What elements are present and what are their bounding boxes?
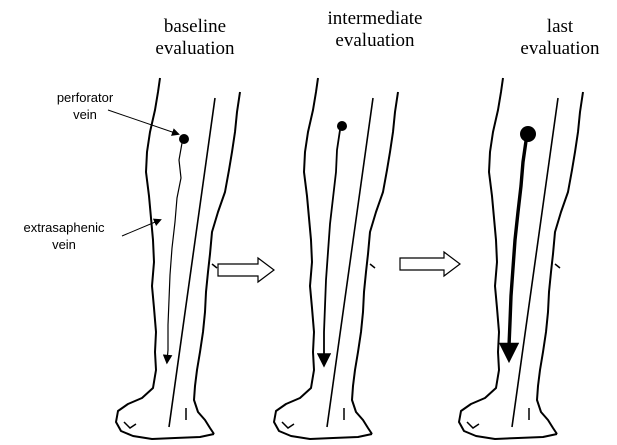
perforator-dot bbox=[520, 126, 536, 142]
progression-arrow-1 bbox=[218, 258, 274, 282]
leg-intermediate bbox=[274, 78, 398, 439]
leg-baseline bbox=[108, 78, 240, 439]
perforator-dot bbox=[179, 134, 189, 144]
perforator-dot bbox=[337, 121, 347, 131]
extrasaphenic-vein-last bbox=[509, 141, 526, 358]
extrasaphenic-pointer bbox=[122, 220, 160, 236]
leg-outline bbox=[116, 78, 240, 439]
perforator-pointer bbox=[108, 110, 178, 134]
extrasaphenic-vein-baseline bbox=[167, 143, 182, 362]
progression-arrow-2 bbox=[400, 252, 460, 276]
extrasaphenic-vein-intermediate bbox=[324, 130, 340, 364]
leg-last bbox=[459, 78, 583, 439]
leg-outline bbox=[274, 78, 398, 439]
